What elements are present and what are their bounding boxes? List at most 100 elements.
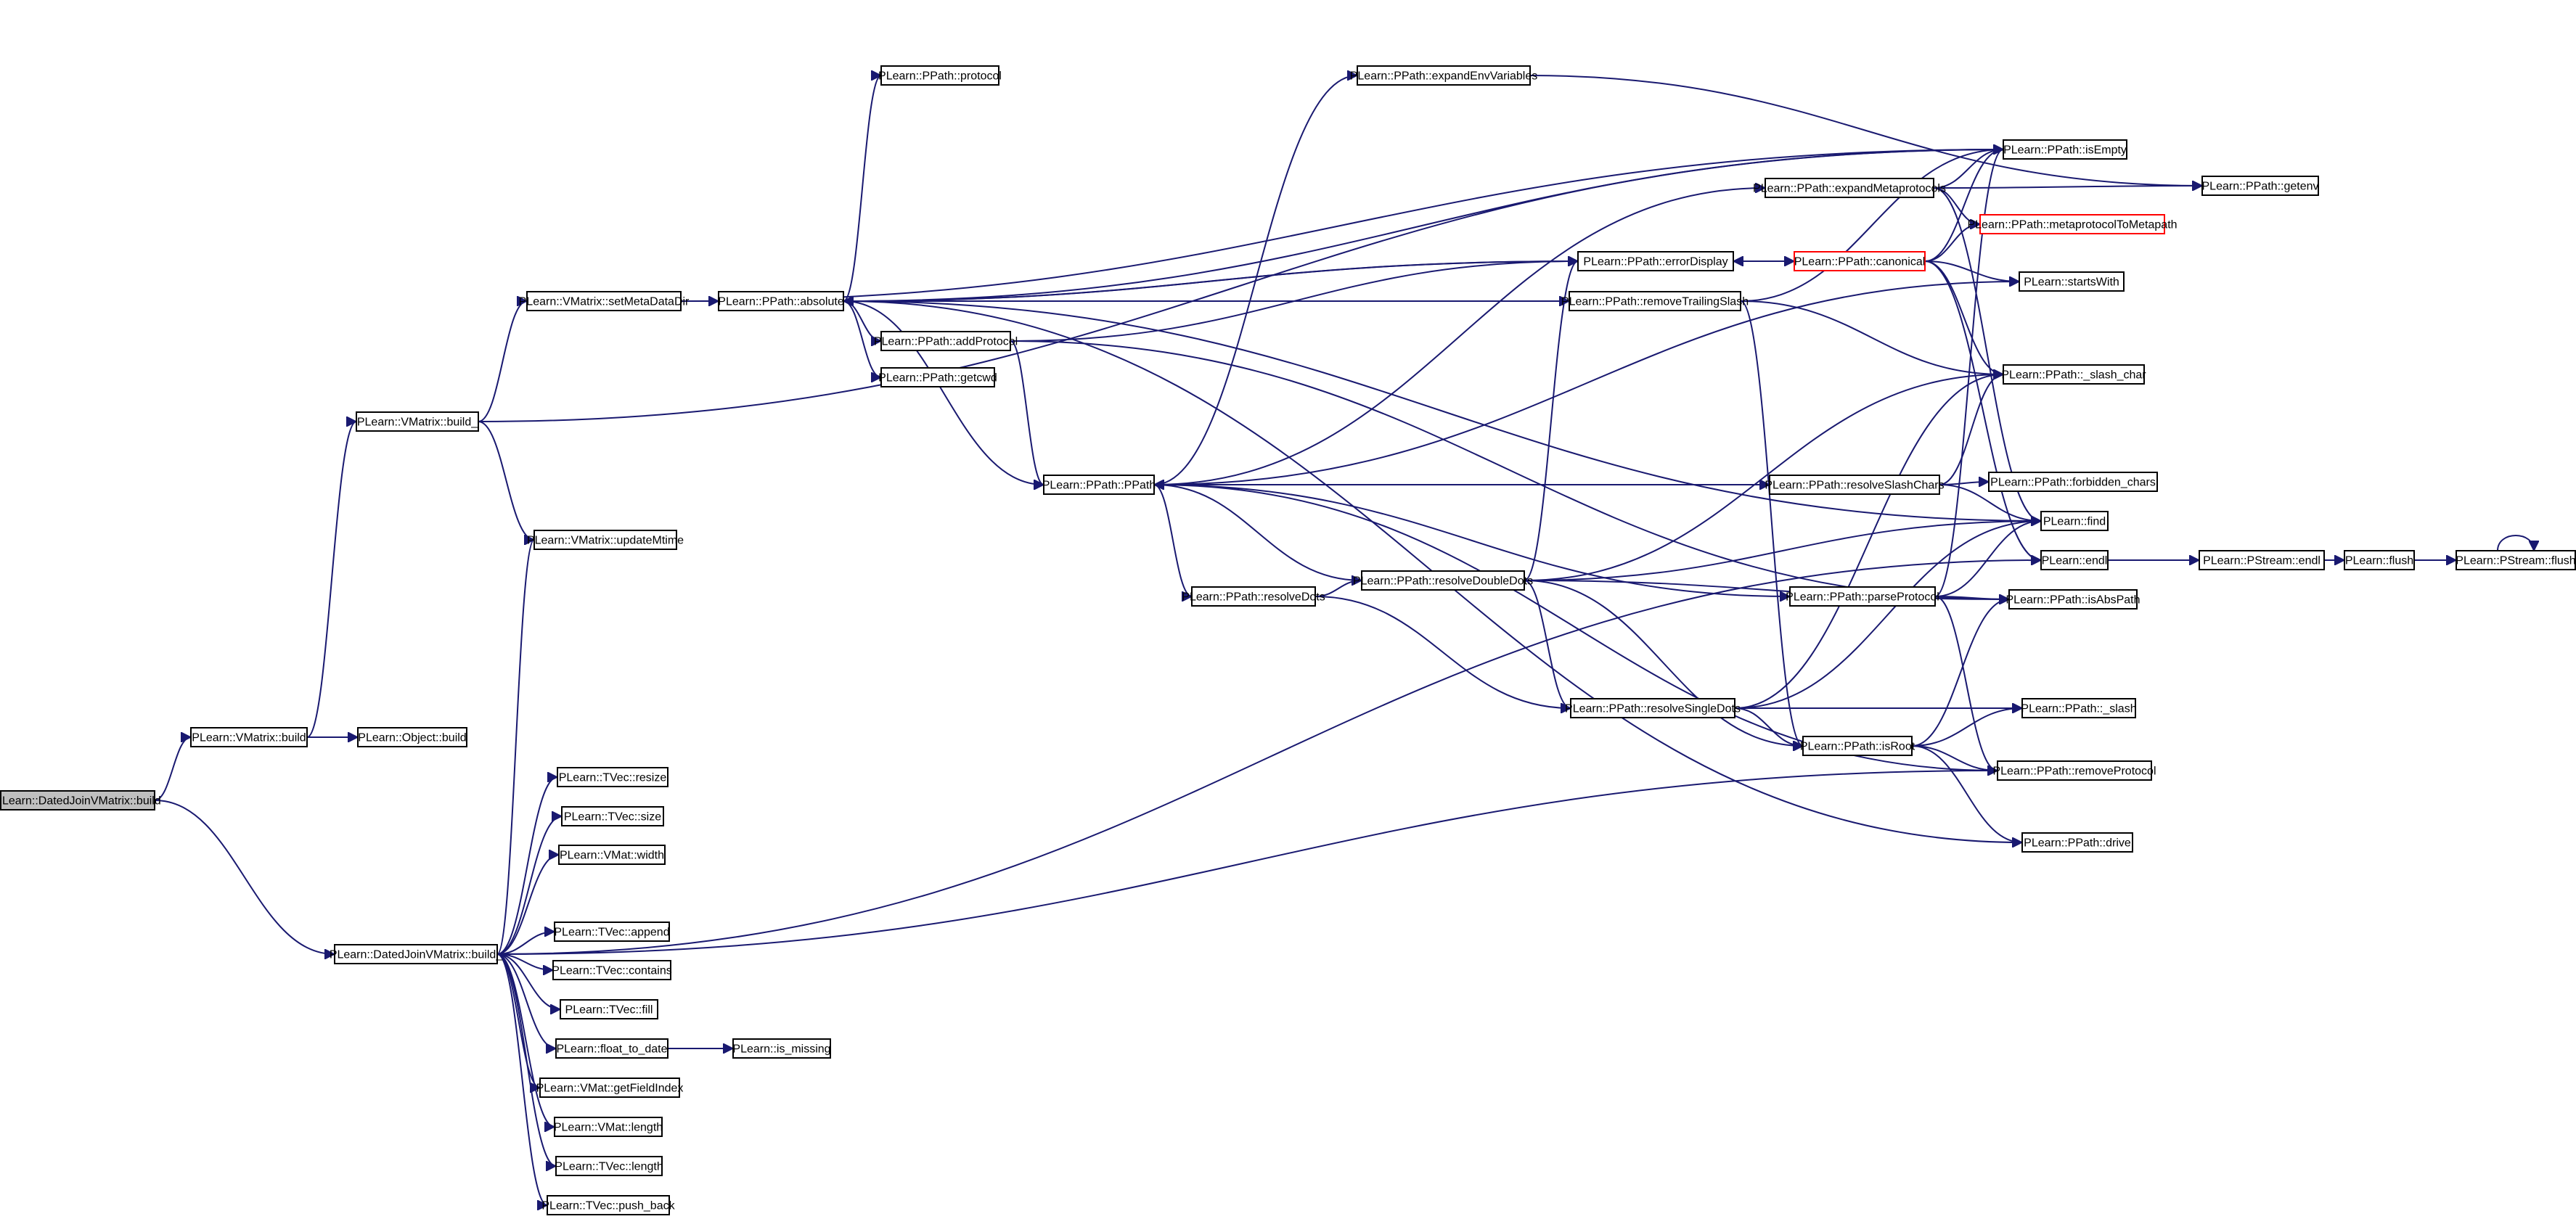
node-label: PLearn::PPath::isAbsPath (2006, 594, 2140, 607)
node-label: PLearn::float_to_date (556, 1043, 667, 1056)
node-slashchar[interactable]: PLearn::PPath::_slash_char (2001, 364, 2146, 385)
node-tvresize[interactable]: PLearn::TVec::resize (557, 767, 668, 787)
node-absolute[interactable]: PLearn::PPath::absolute (718, 291, 844, 311)
node-tvsize[interactable]: PLearn::TVec::size (561, 806, 664, 826)
node-isabspath[interactable]: PLearn::PPath::isAbsPath (2006, 589, 2140, 610)
node-box (880, 367, 995, 387)
edge-djbuild_-to-tvappend (496, 932, 555, 955)
node-objbuild[interactable]: PLearn::Object::build (357, 727, 467, 747)
node-startswith[interactable]: PLearn::startsWith (2019, 271, 2125, 292)
node-label: PLearn::PPath::removeTrailingSlash (1561, 296, 1749, 308)
node-find[interactable]: PLearn::find (2040, 511, 2109, 531)
node-label: PLearn::PPath::expandMetaprotocols (1753, 183, 1946, 195)
node-box (2199, 550, 2325, 570)
node-pstreamflush[interactable]: PLearn::PStream::flush (2456, 550, 2576, 570)
node-label: PLearn::startsWith (2024, 276, 2119, 289)
edge-expandenv-to-getenv (1529, 75, 2202, 186)
node-label: PLearn::PPath::errorDisplay (1583, 256, 1727, 268)
node-tvcontains[interactable]: PLearn::TVec::contains (552, 960, 672, 980)
node-pstreamendl[interactable]: PLearn::PStream::endl (2199, 550, 2325, 570)
node-box (1979, 214, 2165, 234)
node-vmbuild[interactable]: PLearn::VMatrix::build (190, 727, 308, 747)
node-box (2021, 832, 2133, 853)
node-tvappend[interactable]: PLearn::TVec::append (554, 922, 670, 942)
edge-isroot-to-slash (1911, 708, 2022, 747)
node-tvfill[interactable]: PLearn::TVec::fill (560, 999, 658, 1019)
node-slash[interactable]: PLearn::PPath::_slash (2021, 698, 2137, 718)
node-resolveslash[interactable]: PLearn::PPath::resolveSlashChars (1765, 475, 1945, 495)
node-floattodate[interactable]: PLearn::float_to_date (555, 1038, 668, 1059)
node-label: PLearn::VMat::width (560, 850, 664, 862)
node-label: PLearn::PPath::expandEnvVariables (1350, 70, 1538, 83)
node-box (2003, 139, 2127, 160)
node-protocol[interactable]: PLearn::PPath::protocol (878, 65, 1002, 86)
node-drive[interactable]: PLearn::PPath::drive (2021, 832, 2133, 853)
node-label: PLearn::PPath::resolveSingleDots (1565, 703, 1741, 715)
node-label: PLearn::PPath::addProtocol (874, 336, 1018, 348)
node-forbidden[interactable]: PLearn::PPath::forbidden_chars (1988, 472, 2158, 492)
node-expandmeta[interactable]: PLearn::PPath::expandMetaprotocols (1753, 178, 1946, 198)
node-endl[interactable]: PLearn::endl (2040, 550, 2109, 570)
node-box (552, 960, 671, 980)
node-addprotocol[interactable]: PLearn::PPath::addProtocol (874, 331, 1018, 351)
node-flush[interactable]: PLearn::flush (2344, 550, 2415, 570)
node-label: PLearn::PPath::isRoot (1800, 741, 1915, 753)
node-root[interactable]: PLearn::DatedJoinVMatrix::build (0, 790, 161, 810)
node-label: PLearn::PPath::protocol (878, 70, 1002, 83)
node-vmatlength[interactable]: PLearn::VMat::length (554, 1117, 663, 1137)
node-label: PLearn::PPath::parseProtocol (1786, 591, 1939, 604)
node-box (1789, 586, 1936, 607)
edge-parseprotocol-to-isempty (1934, 149, 2004, 597)
node-getcwd[interactable]: PLearn::PPath::getcwd (878, 367, 997, 387)
edge-resolvedouble-to-ppath (1154, 485, 1362, 581)
node-label: PLearn::PPath::metaprotocolToMetapath (1967, 219, 2177, 231)
node-resolvesingle[interactable]: PLearn::PPath::resolveSingleDots (1565, 698, 1741, 718)
edge-djbuild_-to-floattodate (496, 953, 557, 1048)
node-isempty[interactable]: PLearn::PPath::isEmpty (2003, 139, 2127, 160)
node-tvpushback[interactable]: PLearn::TVec::push_back (541, 1195, 676, 1215)
node-canonical[interactable]: PLearn::PPath::canonical (1794, 251, 1926, 271)
node-vmbuild_[interactable]: PLearn::VMatrix::build_ (356, 411, 479, 432)
node-box (560, 999, 658, 1019)
node-box (555, 1156, 663, 1176)
edge-resolveslash-to-find (1939, 484, 2041, 521)
edge-vmbuild_-to-setmeta (478, 301, 528, 422)
node-errordisplay[interactable]: PLearn::PPath::errorDisplay (1577, 251, 1734, 271)
edge-resolvedouble-to-slashchar (1524, 374, 2003, 581)
node-expandenv[interactable]: PLearn::PPath::expandEnvVariables (1350, 65, 1538, 86)
node-box (190, 727, 308, 747)
edges-layer (154, 75, 2534, 1205)
node-box (2040, 550, 2109, 570)
node-box (561, 806, 664, 826)
node-getenv[interactable]: PLearn::PPath::getenv (2201, 176, 2319, 196)
node-ppath[interactable]: PLearn::PPath::PPath (1042, 475, 1156, 495)
node-removetrail[interactable]: PLearn::PPath::removeTrailingSlash (1561, 291, 1749, 311)
node-box (539, 1078, 680, 1098)
node-resolvedots[interactable]: PLearn::PPath::resolveDots (1182, 586, 1325, 607)
node-isroot[interactable]: PLearn::PPath::isRoot (1800, 736, 1915, 756)
edge-expandmeta-to-getenv (1933, 186, 2202, 188)
node-djbuild_[interactable]: PLearn::DatedJoinVMatrix::build_ (330, 944, 503, 964)
node-removeprotocol[interactable]: PLearn::PPath::removeProtocol (1992, 760, 2156, 781)
node-box (1765, 178, 1934, 198)
node-vmatwidth[interactable]: PLearn::VMat::width (558, 845, 666, 865)
node-tvlength[interactable]: PLearn::TVec::length (555, 1156, 663, 1176)
edge-resolvedouble-to-resolvesingle (1524, 580, 1571, 708)
node-parseprotocol[interactable]: PLearn::PPath::parseProtocol (1786, 586, 1939, 607)
edge-ppath-to-parseprotocol (1153, 484, 1790, 596)
node-box (2003, 364, 2145, 385)
node-box (1357, 65, 1531, 86)
node-label: PLearn::VMat::length (554, 1122, 663, 1134)
edge-absolute-to-protocol (843, 75, 882, 302)
node-ismissing[interactable]: PLearn::is_missing (732, 1038, 831, 1059)
node-metatometa[interactable]: PLearn::PPath::metaprotocolToMetapath (1967, 214, 2178, 234)
node-label: PLearn::DatedJoinVMatrix::build (0, 795, 161, 808)
node-label: PLearn::PPath::getenv (2202, 181, 2319, 193)
node-updmtime[interactable]: PLearn::VMatrix::updateMtime (527, 530, 684, 550)
node-setmeta[interactable]: PLearn::VMatrix::setMetaDataDir (519, 291, 690, 311)
node-getfieldindex[interactable]: PLearn::VMat::getFieldIndex (536, 1078, 684, 1098)
node-resolvedouble[interactable]: PLearn::PPath::resolveDoubleDots (1353, 570, 1533, 591)
edge-root-to-djbuild_ (154, 800, 335, 954)
node-box (526, 291, 682, 311)
node-box (2201, 176, 2319, 196)
